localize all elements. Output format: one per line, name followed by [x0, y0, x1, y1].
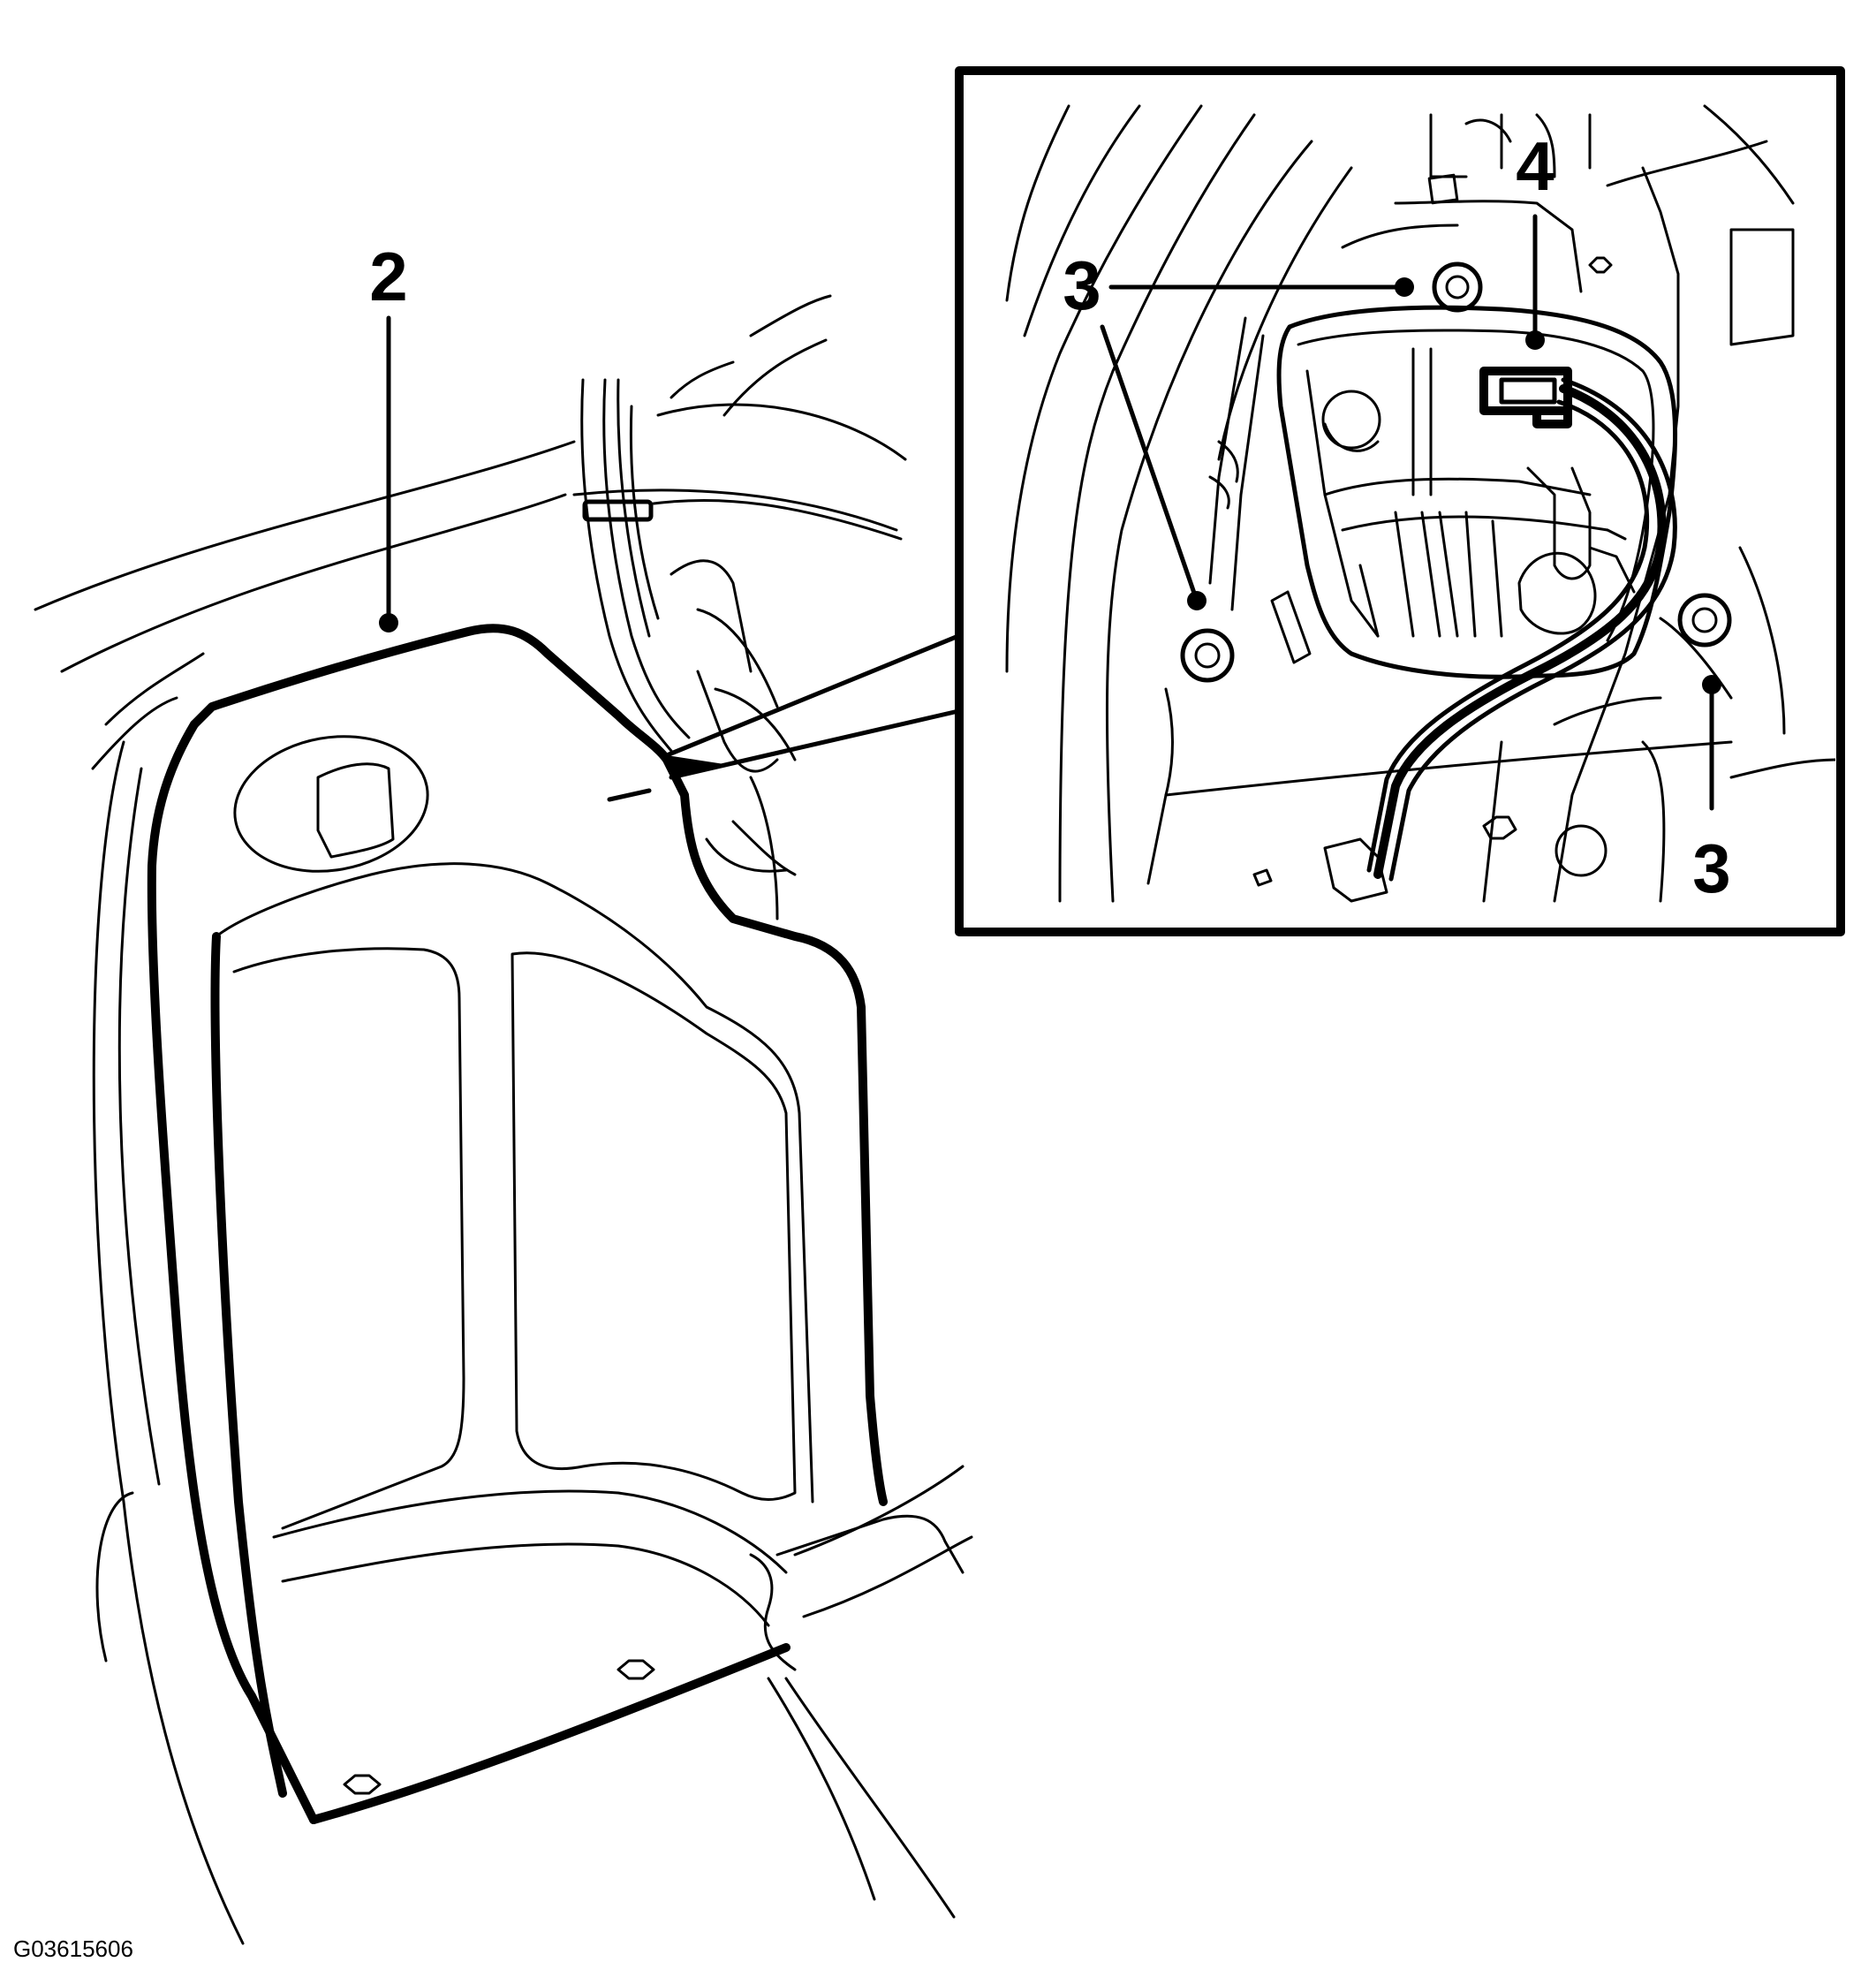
callout-4: 4: [1516, 127, 1555, 350]
detail-inset: 4 3 3: [955, 66, 1845, 936]
callout-3-upper-label: 3: [1063, 246, 1101, 324]
connector-wires: [1366, 377, 1677, 882]
main-view: 2: [34, 238, 973, 1945]
seat-handle-opening: [233, 735, 429, 873]
screw-hole-lower-left: [343, 1774, 382, 1795]
access-opening: [1276, 305, 1678, 679]
body-hole: [1555, 824, 1607, 877]
body-contour-lines: [34, 294, 973, 1945]
wire-connector: [1479, 367, 1572, 428]
harness-clip: [582, 499, 654, 522]
detail-frame: [955, 66, 1845, 936]
callout-3-upper: 3: [1063, 246, 1414, 610]
nut-lower-left: [1180, 628, 1235, 683]
seat-back-panel: [147, 624, 964, 1824]
callout-3-right-label: 3: [1692, 829, 1730, 907]
figure-id: G03615606: [13, 1935, 133, 1962]
callout-2: 2: [369, 238, 408, 632]
nut-lower-right: [1677, 593, 1732, 648]
screw-hole-lower-mid: [617, 1659, 655, 1680]
callout-2-label: 2: [369, 238, 407, 315]
nut-upper: [1432, 261, 1483, 313]
detail-pointer: [664, 633, 961, 780]
wiring-harness: [580, 378, 903, 920]
callout-4-label: 4: [1516, 127, 1554, 205]
callout-3-right: 3: [1692, 675, 1731, 907]
